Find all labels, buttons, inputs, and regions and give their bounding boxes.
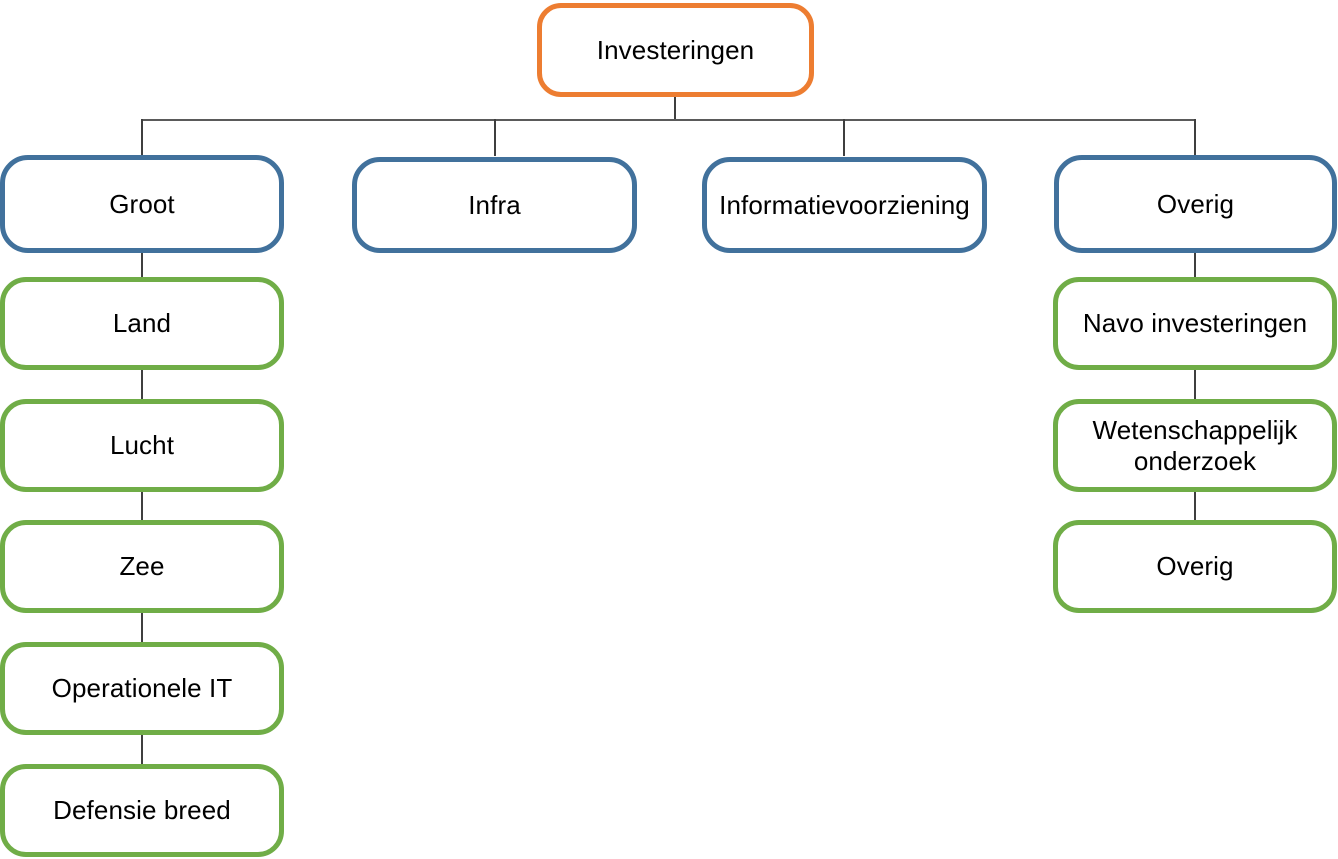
connector-lucht-to-zee: [141, 490, 143, 522]
node-label: Informatievoorziening: [719, 189, 970, 220]
node-operationele-it[interactable]: Operationele IT: [0, 642, 284, 735]
node-defensie-breed[interactable]: Defensie breed: [0, 764, 284, 857]
node-label: Overig: [1156, 551, 1234, 582]
node-informatievoorziening[interactable]: Informatievoorziening: [702, 157, 987, 253]
node-label: Navo investeringen: [1082, 308, 1308, 339]
connector-drop-informatievoorziening: [843, 119, 845, 156]
node-label: Overig: [1156, 188, 1235, 219]
connector-land-to-lucht: [141, 368, 143, 400]
node-wetenschappelijk-onderzoek[interactable]: Wetenschappelijk onderzoek: [1053, 399, 1337, 492]
connector-drop-infra: [494, 119, 496, 156]
node-label: Infra: [468, 189, 521, 220]
connector-operationele-it-to-defensie-breed: [141, 733, 143, 765]
connector-drop-groot: [141, 119, 143, 156]
node-label: Operationele IT: [51, 673, 233, 704]
connector-zee-to-operationele-it: [141, 611, 143, 643]
connector-groot-to-land: [141, 250, 143, 278]
connector-wetenschappelijk-to-overig: [1194, 490, 1196, 522]
node-label: Wetenschappelijk onderzoek: [1092, 414, 1298, 476]
node-navo-investeringen[interactable]: Navo investeringen: [1053, 277, 1337, 370]
node-label: Groot: [109, 188, 175, 219]
connector-root-stem: [674, 97, 676, 120]
connector-navo-to-wetenschappelijk: [1194, 368, 1196, 400]
node-groot[interactable]: Groot: [0, 155, 284, 253]
node-overig-leaf[interactable]: Overig: [1053, 520, 1337, 613]
node-lucht[interactable]: Lucht: [0, 399, 284, 492]
node-land[interactable]: Land: [0, 277, 284, 370]
node-infra[interactable]: Infra: [352, 157, 637, 253]
node-label: Lucht: [109, 430, 175, 461]
node-investeringen[interactable]: Investeringen: [537, 3, 814, 97]
node-zee[interactable]: Zee: [0, 520, 284, 613]
node-label: Investeringen: [596, 34, 755, 65]
connector-horizontal-bus: [142, 119, 1196, 121]
node-label: Land: [112, 308, 172, 339]
connector-overig-to-navo: [1194, 250, 1196, 278]
node-label: Defensie breed: [53, 795, 231, 826]
node-overig-level2[interactable]: Overig: [1054, 155, 1337, 253]
connector-drop-overig: [1194, 119, 1196, 156]
node-label: Zee: [119, 551, 165, 582]
